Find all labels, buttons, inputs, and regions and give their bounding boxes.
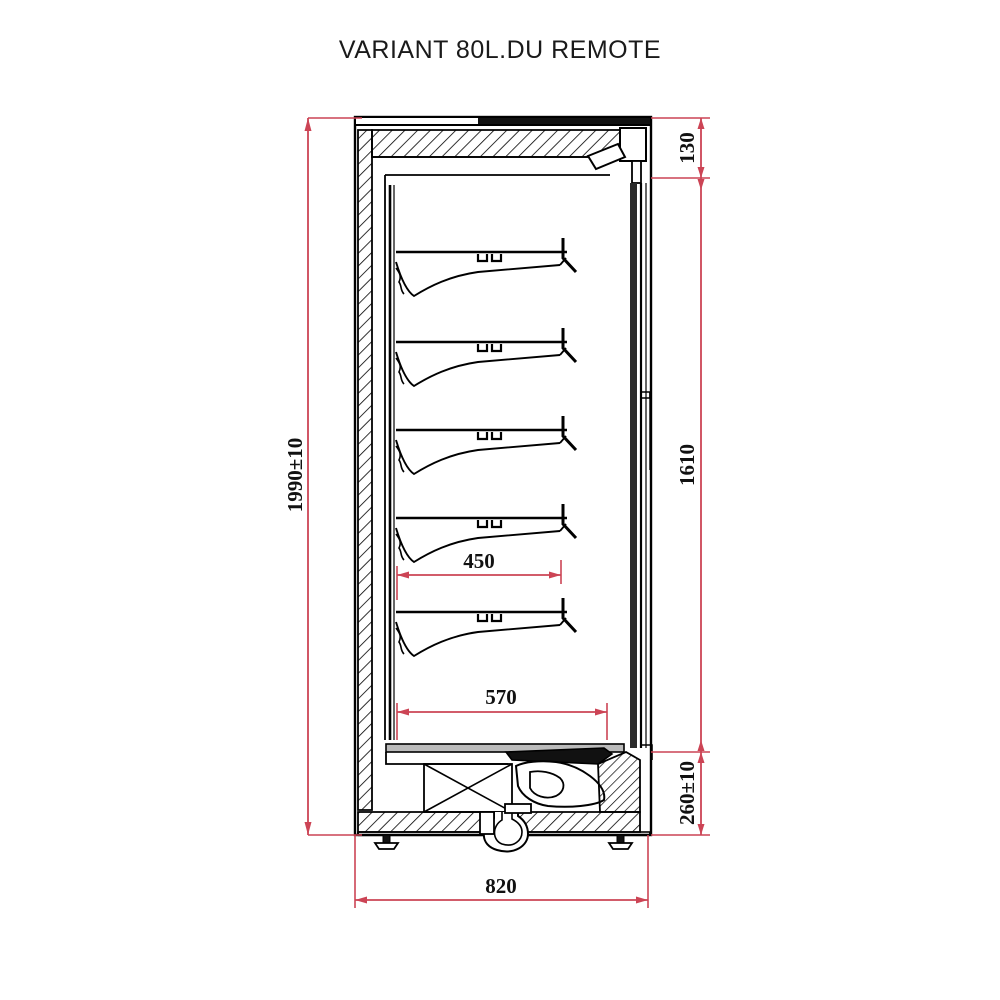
dim-overall-height [304,117,362,836]
dim-label-display-height: 1610 [675,444,699,486]
evaporator-box [423,763,513,813]
dim-label-shelf-depth: 450 [463,549,495,573]
page-title: VARIANT 80L.DU REMOTE [338,36,662,64]
fan-housing [514,760,606,808]
shelf-1 [395,238,578,298]
shelf-3 [395,416,578,476]
dim-base-height [651,752,710,836]
dim-label-base-height: 260±10 [675,761,699,825]
adjustable-foot-right [607,834,634,850]
dim-label-internal-depth: 570 [485,685,517,709]
front-air-curtain-profile [630,183,653,760]
dim-shelf-depth [396,560,562,600]
shelf-group [395,238,578,658]
dim-internal-depth [396,703,608,740]
dim-label-overall-height: 1990±10 [283,438,307,513]
dimension-labels: 1990±10 130 1610 260±10 450 570 820 [283,132,699,898]
canopy-assembly [354,116,652,184]
plinth-drain-feet-final [373,803,634,853]
dim-label-canopy-height: 130 [675,132,699,164]
shelf-4 [395,504,578,564]
adjustable-foot-left [373,834,400,850]
inner-liner [384,174,610,740]
dim-label-overall-depth: 820 [485,874,517,898]
shelf-5 [395,598,578,658]
dim-overall-depth [354,835,649,908]
drain-trap-shape [479,803,532,853]
dimension-lines [304,117,710,908]
insulated-rear-wall [357,129,373,811]
shelf-2 [395,328,578,388]
